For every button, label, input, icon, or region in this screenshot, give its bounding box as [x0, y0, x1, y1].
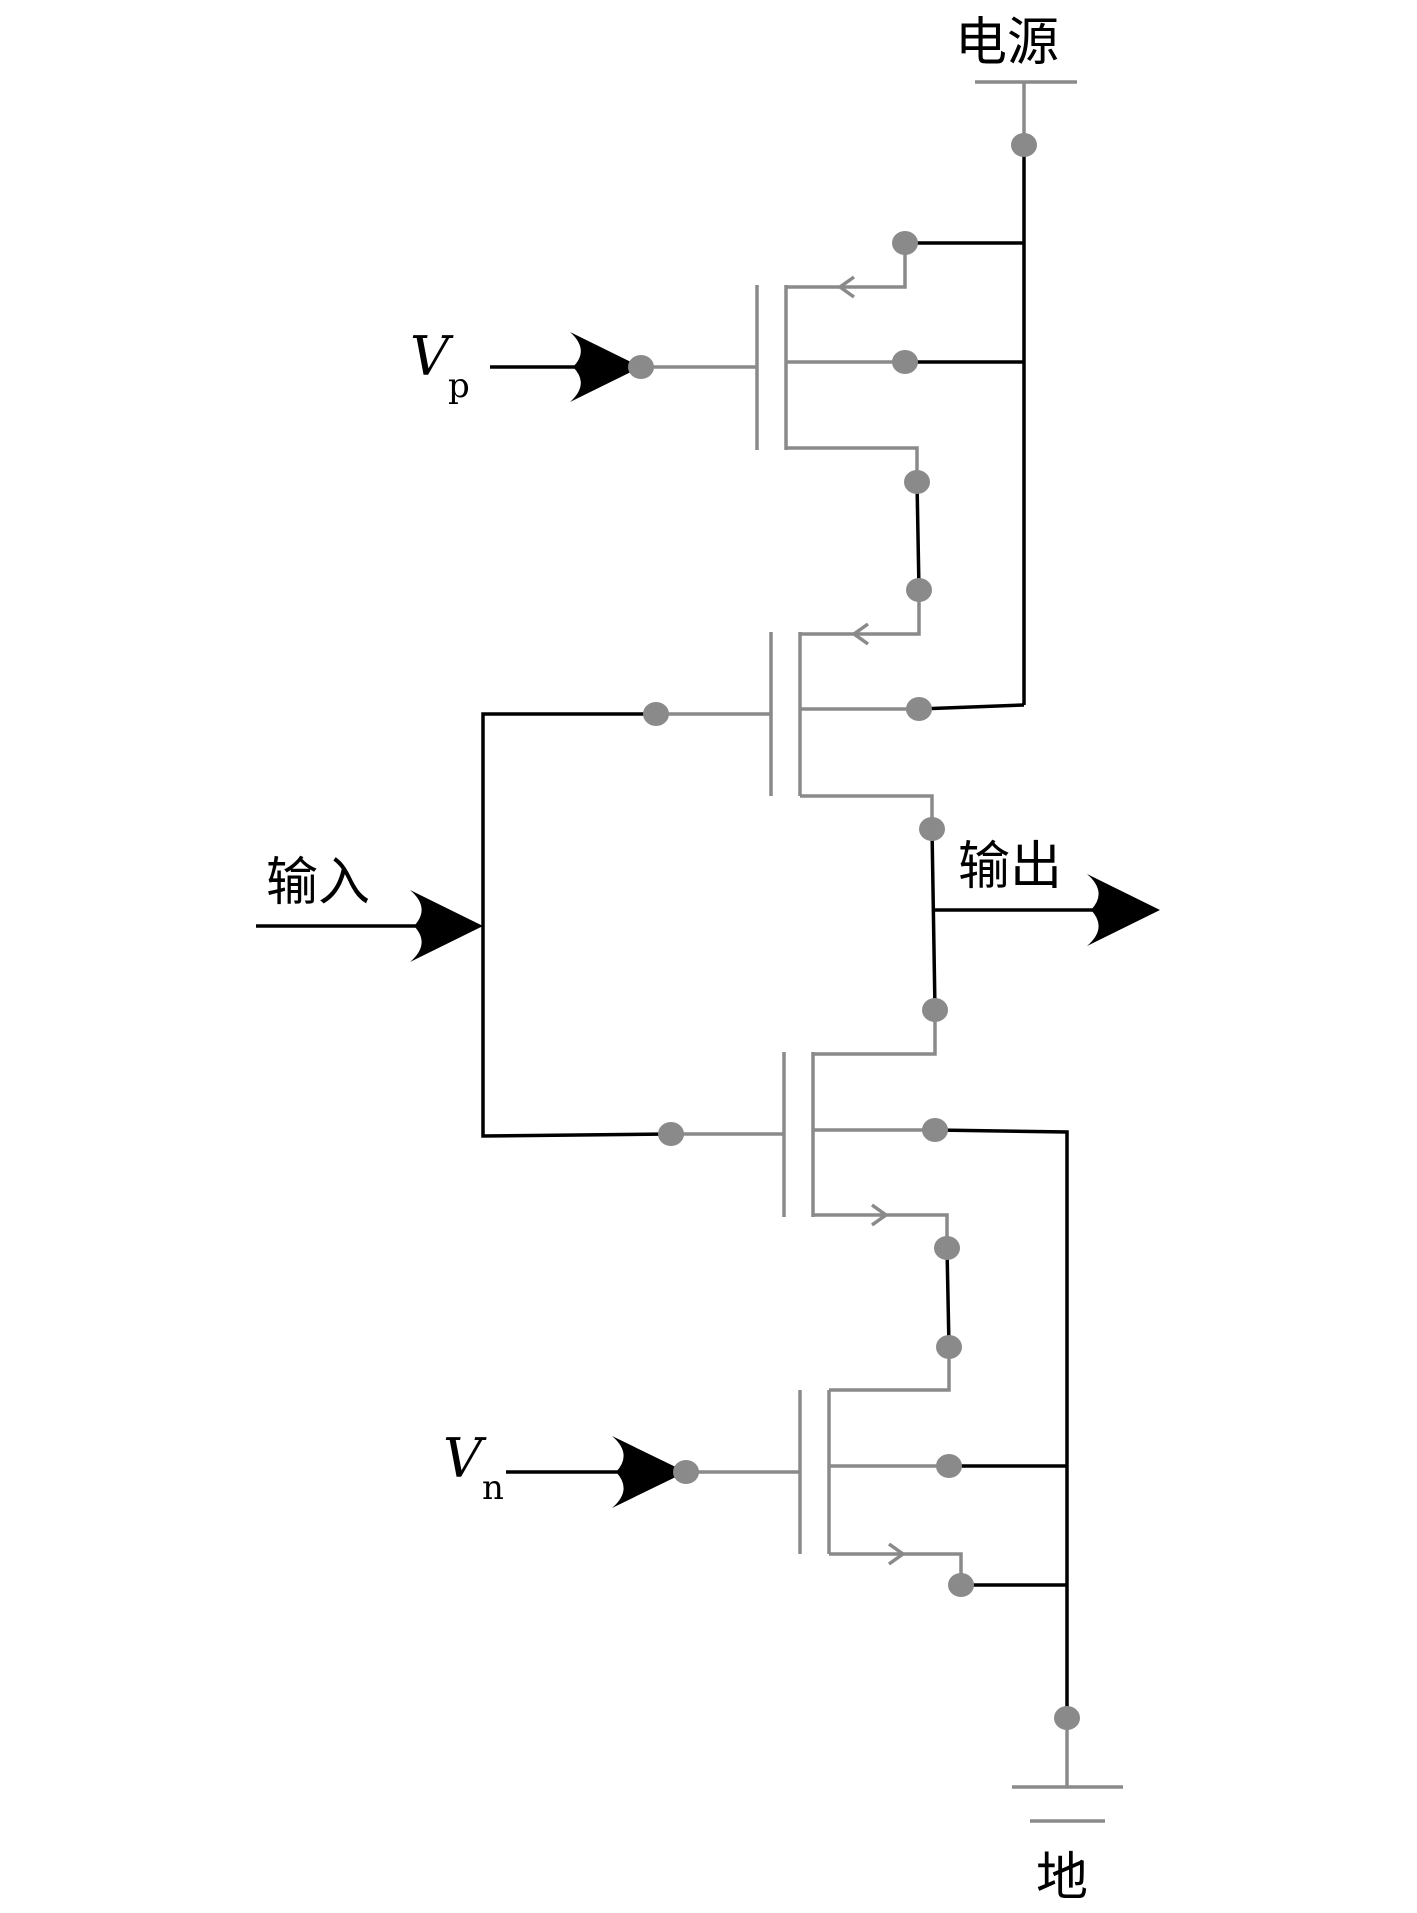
terminal-dot — [643, 702, 669, 726]
output-label: 输出 — [958, 837, 1062, 897]
terminal-dot — [936, 1335, 962, 1359]
terminal-dot — [936, 1454, 962, 1478]
terminal-dot — [906, 578, 932, 602]
terminal-dot — [673, 1460, 699, 1484]
ground-label: 地 — [1036, 1848, 1088, 1908]
terminal-dot — [892, 350, 918, 374]
terminal-dot — [1011, 133, 1037, 157]
pmos-transistor-upper — [641, 243, 919, 482]
vn-label-subscript: n — [482, 1468, 504, 1508]
terminal-dot — [1054, 1706, 1080, 1730]
vp-label-main: V — [410, 325, 454, 388]
power-label: 电源 — [955, 13, 1059, 73]
terminal-dot — [892, 231, 918, 255]
terminal-dot — [658, 1122, 684, 1146]
drain-source-link-upper — [915, 481, 921, 591]
terminal-dot — [934, 1236, 960, 1260]
vn-label: V n — [443, 1427, 504, 1508]
input-bus-wire — [256, 712, 672, 1138]
vp-label-subscript: p — [448, 366, 470, 406]
output-node-wire — [930, 828, 1098, 1011]
input-arrow — [410, 890, 483, 962]
ground-rail-wire — [934, 1128, 1069, 1718]
terminal-dot — [922, 998, 948, 1022]
pmos-transistor-lower — [656, 590, 934, 829]
terminal-dot — [906, 697, 932, 721]
power-rail-wire — [905, 145, 1026, 711]
ground-symbol — [1012, 1718, 1123, 1823]
terminal-dot — [628, 355, 654, 379]
vn-label-main: V — [443, 1427, 487, 1490]
output-arrow — [1087, 874, 1160, 946]
vp-arrow — [570, 332, 641, 402]
drain-source-link-lower — [945, 1247, 951, 1348]
nmos-transistor-upper — [671, 1010, 949, 1248]
terminal-dot — [904, 470, 930, 494]
vn-arrow — [612, 1436, 686, 1508]
nmos-transistor-lower — [686, 1347, 963, 1585]
vp-label: V p — [410, 325, 470, 406]
terminal-dots — [628, 133, 1080, 1730]
terminal-dot — [922, 1118, 948, 1142]
input-label: 输入 — [266, 853, 370, 913]
terminal-dot — [948, 1573, 974, 1597]
terminal-dot — [919, 817, 945, 841]
